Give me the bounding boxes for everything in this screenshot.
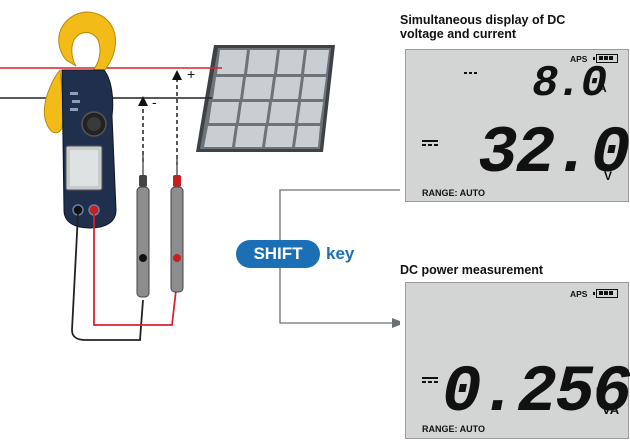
red-probe — [170, 155, 184, 293]
range-indicator: RANGE: AUTO — [422, 424, 485, 434]
range-indicator: RANGE: AUTO — [422, 188, 485, 198]
minus-label: - — [152, 94, 157, 110]
dc-indicator-main — [422, 377, 438, 383]
key-label: key — [326, 244, 355, 263]
clamp-meter — [44, 11, 117, 229]
voltage-reading: 32.0 — [478, 116, 630, 191]
solar-panel — [196, 45, 335, 152]
power-unit-prefix: k — [596, 387, 602, 398]
battery-icon — [593, 289, 618, 298]
dc-indicator-main — [422, 140, 438, 146]
shift-key-badge: SHIFT — [236, 240, 320, 268]
aps-indicator: APS — [570, 54, 588, 64]
voltage-unit: V — [604, 169, 613, 183]
power-unit: VA — [602, 402, 620, 417]
measurement-illustration — [0, 11, 400, 341]
flow-arrowhead — [392, 318, 400, 328]
dc-indicator-top — [464, 72, 478, 74]
lcd-display-voltage-current: APS 8.0 A 32.0 V RANGE: AUTO — [405, 49, 630, 202]
panel-heading-simultaneous: Simultaneous display of DC voltage and c… — [400, 13, 566, 41]
red-test-lead — [93, 214, 177, 326]
current-reading: 8.0 — [532, 59, 607, 109]
lcd-display-power: APS 0.256 k VA RANGE: AUTO — [405, 282, 630, 439]
panel-heading-power: DC power measurement — [400, 263, 544, 277]
current-unit: A — [598, 81, 607, 95]
battery-icon — [593, 54, 618, 63]
polarity-arrows — [142, 78, 178, 165]
aps-indicator: APS — [570, 289, 588, 299]
black-test-lead — [71, 213, 144, 341]
plus-label: + — [187, 66, 196, 82]
power-reading: 0.256 — [442, 355, 630, 430]
black-probe — [136, 155, 150, 298]
